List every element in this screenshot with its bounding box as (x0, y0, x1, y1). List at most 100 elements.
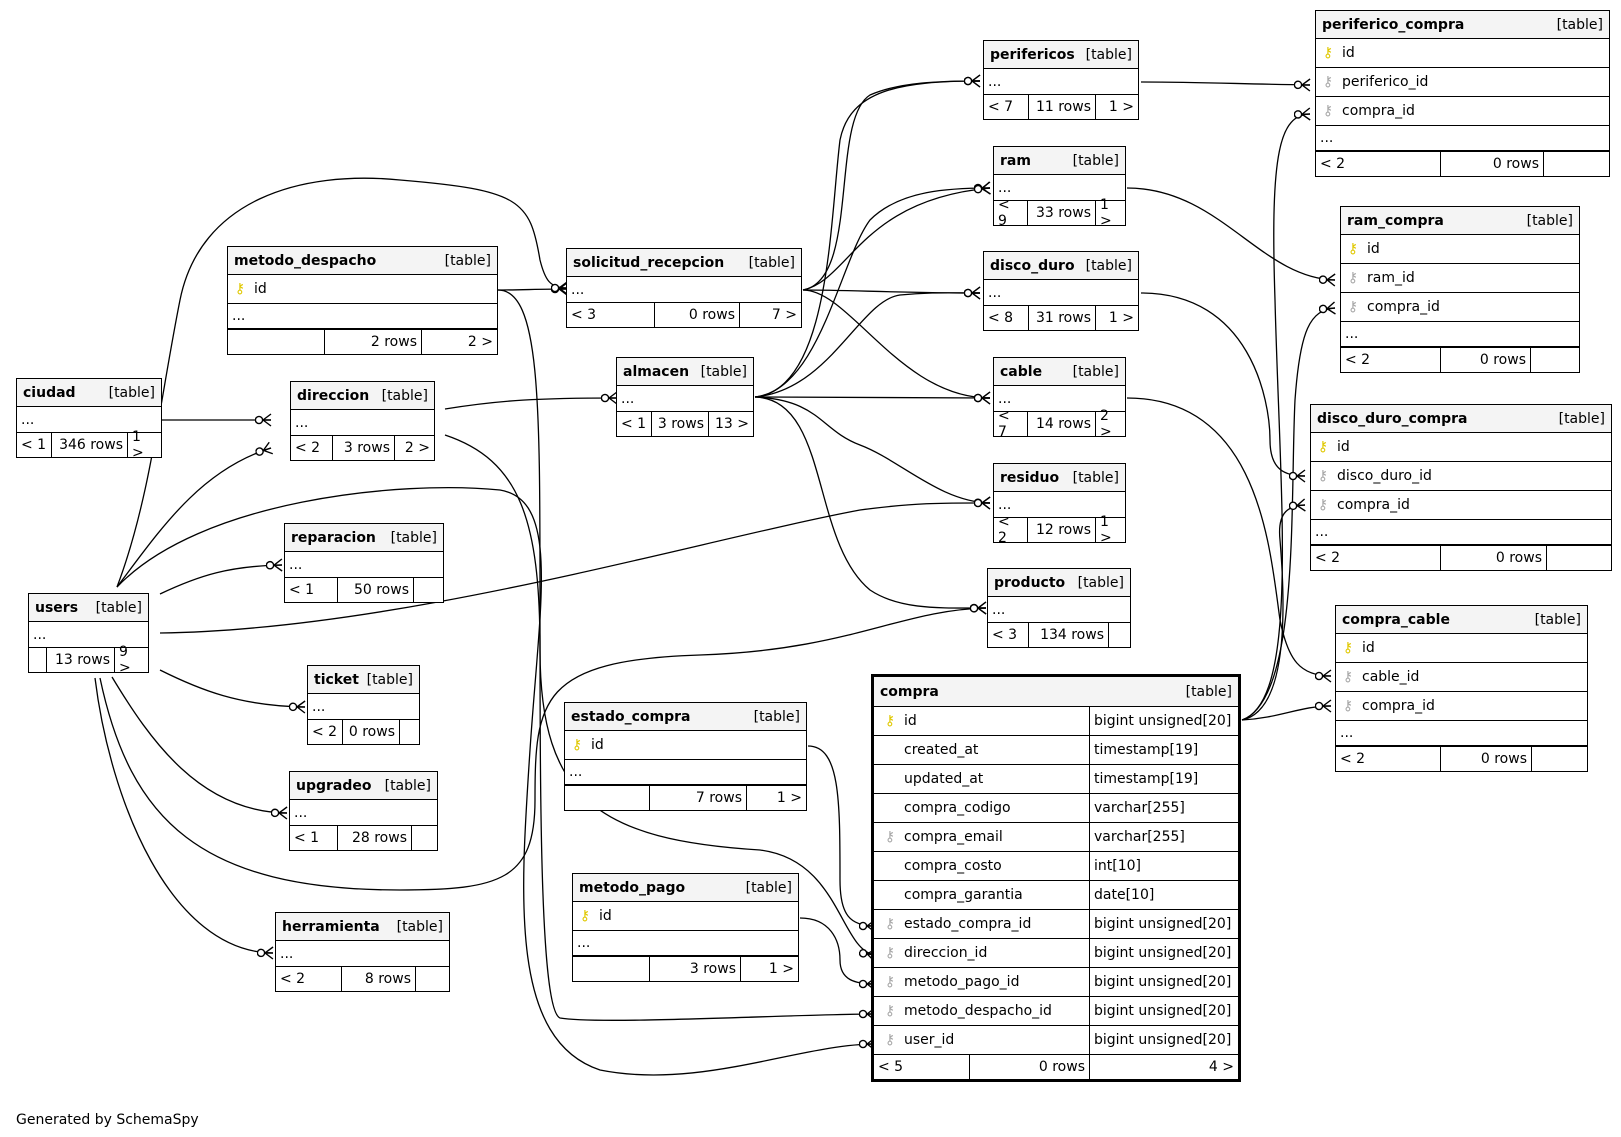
parents-link[interactable]: < 2 (1341, 348, 1441, 372)
edge-disco_duro-disco_duro_compra (1140, 292, 1305, 476)
parents-link[interactable]: < 8 (984, 306, 1029, 330)
table-disco_duro_compra[interactable]: disco_duro_compra[table] ⚷id ⚷disco_duro… (1310, 404, 1612, 571)
children-link[interactable]: 9 > (119, 644, 131, 676)
parents-link[interactable]: < 2 (291, 436, 333, 460)
children-link[interactable]: 1 > (1108, 99, 1134, 115)
children-link[interactable]: 1 > (768, 961, 794, 977)
parents-link[interactable]: < 2 (308, 720, 343, 744)
parents-link[interactable] (573, 957, 650, 981)
children-link[interactable] (1531, 348, 1579, 372)
column-row[interactable]: ⚷compra_id (1336, 692, 1587, 721)
parents-link[interactable]: < 1 (17, 433, 52, 457)
children-link[interactable] (1544, 152, 1609, 176)
parents-link[interactable]: < 1 (290, 826, 338, 850)
table-ram_compra[interactable]: ram_compra[table] ⚷id ⚷ram_id ⚷compra_id… (1340, 206, 1580, 373)
parents-link[interactable]: < 1 (617, 412, 652, 436)
parents-link[interactable]: < 2 (1336, 747, 1441, 771)
parents-link[interactable] (565, 786, 650, 810)
parents-link[interactable]: < 2 (276, 967, 342, 991)
parents-link[interactable]: < 2 (1311, 546, 1441, 570)
column-row[interactable]: ⚷disco_duro_id (1311, 462, 1611, 491)
column-row[interactable]: ⚷id (573, 902, 798, 931)
parents-link[interactable]: < 2 (994, 514, 1028, 546)
children-link[interactable]: 1 > (1108, 310, 1134, 326)
children-link[interactable]: 1 > (132, 429, 144, 461)
column-row[interactable]: ⚷id (1311, 433, 1611, 462)
table-periferico_compra[interactable]: periferico_compra[table] ⚷id ⚷periferico… (1315, 10, 1610, 177)
children-link[interactable] (412, 826, 437, 850)
column-row[interactable]: ⚷id (228, 275, 497, 304)
column-row[interactable]: ⚷ram_id (1341, 264, 1579, 293)
parents-link[interactable]: < 3 (988, 623, 1029, 647)
children-link[interactable] (1532, 747, 1587, 771)
children-link[interactable]: 1 > (1100, 197, 1112, 229)
column-row[interactable]: ⚷compra_id (1316, 97, 1609, 126)
parents-link[interactable]: < 2 (1316, 152, 1441, 176)
table-tag: [table] (1526, 212, 1573, 229)
column-row[interactable]: ⚷id (1336, 634, 1587, 663)
column-row[interactable]: ⚷compra_id (1341, 293, 1579, 322)
parents-link[interactable]: < 3 (567, 303, 655, 327)
parents-link[interactable]: < 7 (984, 95, 1029, 119)
parents-link[interactable]: < 1 (285, 578, 338, 602)
children-link[interactable]: 13 > (715, 416, 749, 432)
table-compra_cable[interactable]: compra_cable[table] ⚷id ⚷cable_id ⚷compr… (1335, 605, 1588, 772)
children-link[interactable]: 1 > (776, 790, 802, 806)
children-link[interactable] (1547, 546, 1611, 570)
parents-link[interactable]: < 7 (994, 408, 1028, 440)
column-row[interactable]: ⚷id (1316, 39, 1609, 68)
children-link[interactable]: 2 > (1100, 408, 1112, 440)
column-row[interactable]: ⚷id (1341, 235, 1579, 264)
column-row[interactable]: ⚷id (565, 731, 806, 760)
children-link[interactable]: 2 > (404, 440, 430, 456)
children-link[interactable]: 1 > (1100, 514, 1112, 546)
table-name: compra_cable (1342, 611, 1450, 628)
children-link[interactable] (416, 967, 449, 991)
children-link[interactable] (400, 720, 419, 744)
children-link[interactable]: 4 > (1208, 1059, 1234, 1075)
children-link[interactable] (1109, 623, 1130, 647)
parents-link[interactable]: < 5 (874, 1055, 970, 1079)
parents-link[interactable] (29, 648, 47, 672)
children-link[interactable]: 7 > (771, 307, 797, 323)
parents-link[interactable]: < 9 (994, 197, 1028, 229)
parents-link[interactable] (228, 330, 325, 354)
column-row[interactable]: ⚷periferico_id (1316, 68, 1609, 97)
column-row[interactable]: ⚷compra_id (1311, 491, 1611, 520)
children-link[interactable]: 2 > (467, 334, 493, 350)
children-link[interactable] (414, 578, 443, 602)
column-row[interactable]: ⚷cable_id (1336, 663, 1587, 692)
